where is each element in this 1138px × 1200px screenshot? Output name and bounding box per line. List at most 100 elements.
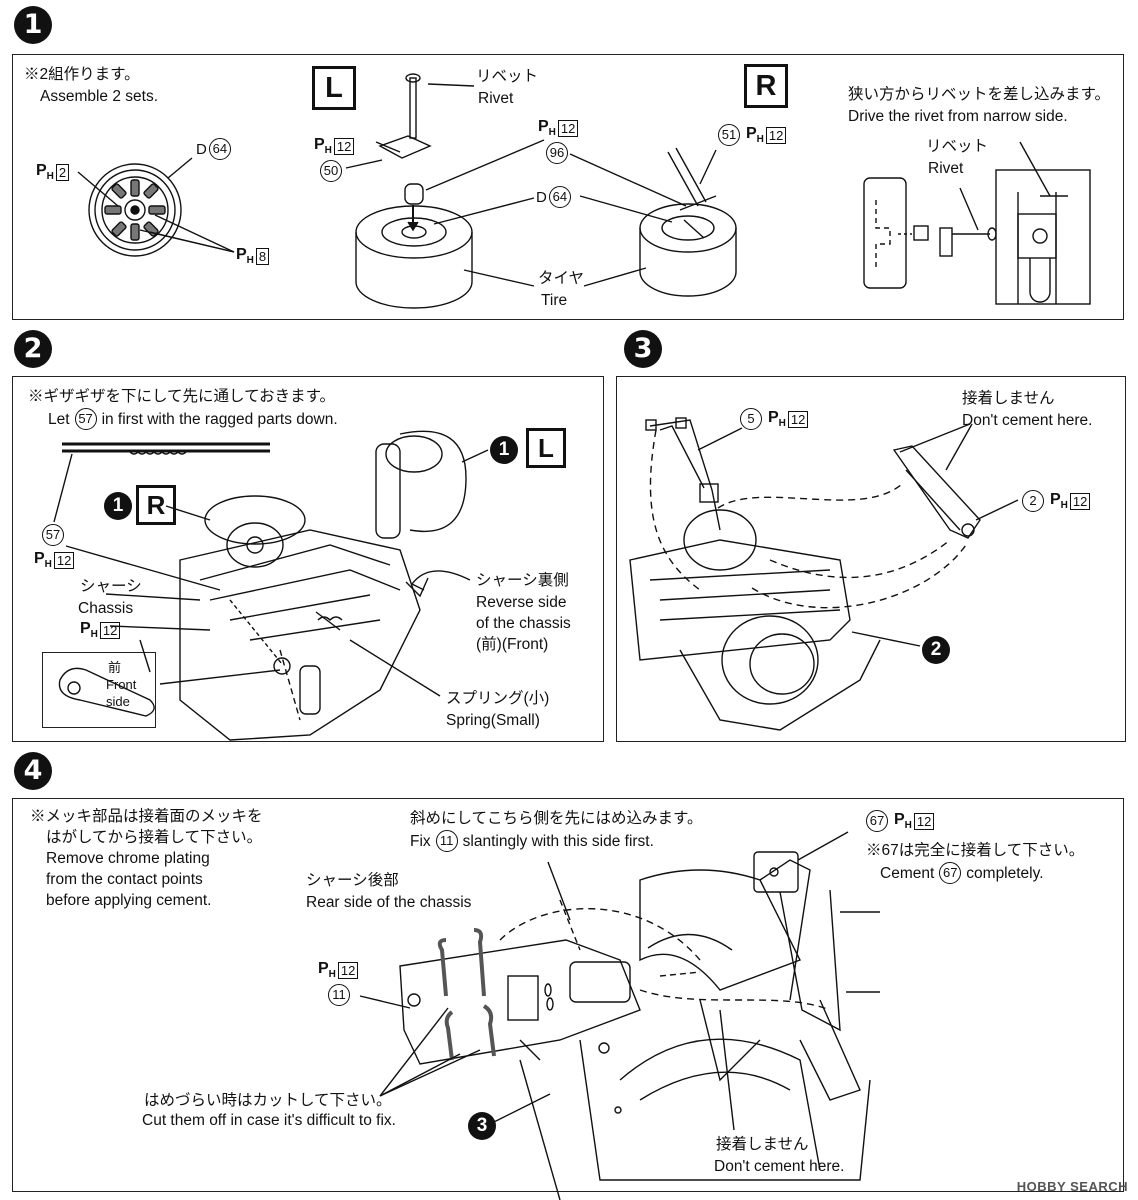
p2-number: 2	[1022, 490, 1044, 512]
step-ref-2: 2	[922, 636, 950, 664]
left-side-label-2: L	[526, 428, 566, 468]
ph-runner-icon: PH	[538, 118, 556, 139]
p11-number: 11	[328, 984, 350, 1006]
cement-67-jp: ※67は完全に接着して下さい。	[866, 842, 1085, 859]
rear-chassis-jp: シャーシ後部	[306, 872, 399, 889]
part-ref-ph2: PH 2	[36, 162, 70, 183]
rivet-label-en: Rivet	[478, 90, 514, 107]
part-ref-2: 2 PH 12	[1022, 490, 1091, 512]
step-1-panel	[12, 54, 1124, 320]
reverse-label-jp: シャーシ裏側	[476, 572, 569, 589]
step-4-number: 4	[14, 752, 52, 790]
slant-note-jp: 斜めにしてこちら側を先にはめ込みます。	[410, 810, 703, 827]
left-tire-assembly	[345, 73, 545, 309]
part-ref-57: 57	[42, 524, 64, 546]
cement-67-en-b: completely.	[966, 864, 1044, 882]
step3-no-cement-en: Don't cement here.	[962, 412, 1093, 429]
step4-no-cement-en: Don't cement here.	[714, 1158, 845, 1175]
step1-note-en: Assemble 2 sets.	[40, 88, 159, 105]
part-ref-ph12-b: PH 12	[538, 118, 579, 139]
step2-note-en: Let 57 in first with the ragged parts do…	[48, 408, 338, 430]
ph-runner-icon: PH	[894, 810, 912, 832]
cement-67-en: Cement 67 completely.	[880, 862, 1044, 884]
p50-number: 50	[320, 160, 342, 182]
ph-runner-icon: PH	[314, 136, 332, 157]
slant-note-en: Fix 11 slantingly with this side first.	[410, 830, 654, 852]
step4-no-cement-jp: 接着しません	[716, 1136, 809, 1153]
slant-note-en-a: Fix	[410, 832, 431, 850]
ph12-3a-number: 12	[787, 410, 809, 428]
cut-note-en: Cut them off in case it's difficult to f…	[142, 1112, 396, 1129]
step-4-panel	[12, 798, 1124, 1192]
ph-runner-icon: PH	[36, 162, 54, 183]
rivet-detail-illustration	[863, 141, 1091, 305]
d64-number: 64	[208, 138, 231, 160]
ph12-c-number: 12	[765, 126, 787, 144]
ph-runner-icon: PH	[34, 550, 52, 571]
ph12-4a-number: 12	[337, 961, 359, 979]
part-ref-51: 51 PH 12	[718, 124, 787, 146]
ph-runner-icon: PH	[80, 620, 98, 641]
axle-part-57	[53, 442, 270, 523]
step-ref-3: 3	[468, 1112, 496, 1140]
reverse-label-en-b: of the chassis	[476, 615, 571, 632]
part-ref-d64: D 64	[196, 138, 231, 160]
chrome-note-jp-b: はがしてから接着して下さい。	[46, 829, 263, 846]
cement-67-part: 67	[939, 862, 962, 884]
chrome-note-en-a: Remove chrome plating	[46, 850, 210, 867]
ph-runner-icon: PH	[746, 124, 764, 146]
front-label-jp: 前	[108, 660, 122, 675]
slant-note-en-b: slantingly with this side first.	[462, 832, 654, 850]
part-ref-ph12-a: PH 12	[314, 136, 355, 157]
rear-chassis-en: Rear side of the chassis	[306, 894, 472, 911]
chassis-label-jp: シャーシ	[80, 578, 142, 595]
ph-runner-icon: PH	[236, 246, 254, 267]
step2-note-en-a: Let	[48, 410, 70, 428]
rivet2-label-jp: リベット	[926, 138, 989, 155]
step1-note-jp: ※2組作ります。	[24, 66, 140, 83]
part-ref-d64b: D 64	[536, 186, 571, 208]
p67-number: 67	[866, 810, 888, 832]
tire-label-en: Tire	[541, 292, 568, 309]
drive-rivet-en: Drive the rivet from narrow side.	[848, 108, 1068, 125]
chassis-step3-illustration	[629, 417, 1019, 731]
reverse-label-en-c: (前)(Front)	[476, 636, 549, 653]
ph-runner-icon: PH	[318, 960, 336, 981]
right-side-label-2: R	[136, 485, 176, 525]
rivet-label-jp: リベット	[476, 68, 539, 85]
ph12-a-number: 12	[333, 137, 355, 155]
step2-note-part: 57	[74, 408, 97, 430]
step2-note-en-b: in first with the ragged parts down.	[101, 410, 338, 428]
step-ref-1-left: 1	[490, 436, 518, 464]
step-2-number: 2	[14, 330, 52, 368]
left-side-label: L	[312, 66, 356, 110]
ph12-b-number: 12	[557, 119, 579, 137]
chrome-note-en-b: from the contact points	[46, 871, 203, 888]
spring-label-en: Spring(Small)	[446, 712, 540, 729]
front-label-en-b: side	[106, 694, 130, 709]
right-side-label: R	[744, 64, 788, 108]
step-3-panel	[616, 376, 1126, 742]
drive-rivet-jp: 狭い方からリベットを差し込みます。	[848, 86, 1110, 103]
p57-number: 57	[42, 524, 64, 546]
part-ref-5: 5 PH 12	[740, 408, 809, 430]
slant-note-part: 11	[435, 830, 458, 852]
part-ref-96: 96	[546, 142, 568, 164]
ph8-number: 8	[255, 247, 270, 265]
chassis-label-en: Chassis	[78, 600, 134, 617]
ph-runner-icon: PH	[768, 408, 786, 430]
chrome-note-jp-a: ※メッキ部品は接着面のメッキを	[30, 808, 263, 825]
cut-note-jp: はめづらい時はカットして下さい。	[144, 1092, 392, 1109]
reverse-label-en-a: Reverse side	[476, 594, 567, 611]
p51-number: 51	[718, 124, 740, 146]
part-ref-ph12-2a: PH 12	[34, 550, 75, 571]
ph2-number: 2	[55, 163, 70, 181]
spring-label-jp: スプリング(小)	[446, 690, 550, 707]
rivet2-label-en: Rivet	[928, 160, 964, 177]
d64b-number: 64	[548, 186, 571, 208]
ph-runner-icon: PH	[1050, 490, 1068, 512]
p5-number: 5	[740, 408, 762, 430]
step-1-number: 1	[14, 6, 52, 44]
chassis-step2-illustration	[58, 430, 489, 741]
part-ref-67: 67 PH 12	[866, 810, 935, 832]
